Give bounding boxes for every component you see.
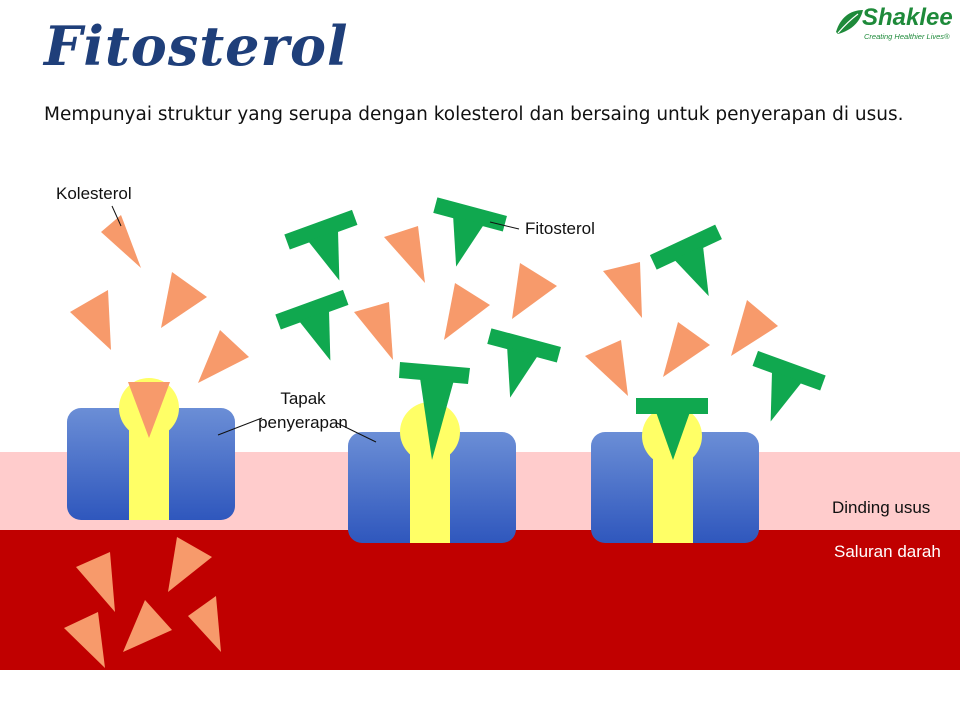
phytosterol-molecule xyxy=(649,224,722,297)
phytosterol-molecule xyxy=(752,350,826,422)
free-cholesterol-group xyxy=(70,215,778,396)
cholesterol-molecule xyxy=(123,600,172,652)
tapak-leader-line-left xyxy=(217,417,263,436)
label-tapak-penyerapan: Tapak penyerapan xyxy=(254,387,352,435)
cholesterol-molecule xyxy=(731,300,778,356)
blood-stream-band xyxy=(0,530,960,670)
leaf-icon xyxy=(836,10,863,34)
shaklee-logo: Shaklee Creating Healthier Lives® xyxy=(834,4,954,44)
label-saluran-darah: Saluran darah xyxy=(834,542,941,561)
page-title: Fitosterol xyxy=(44,14,349,78)
cholesterol-molecule xyxy=(188,596,221,652)
label-tapak-line1: Tapak xyxy=(280,389,326,408)
free-phytosterol-group xyxy=(275,197,826,422)
cholesterol-molecule xyxy=(161,272,207,328)
label-kolesterol: Kolesterol xyxy=(56,184,132,203)
phytosterol-molecule xyxy=(275,289,349,361)
page-subtitle: Mempunyai struktur yang serupa dengan ko… xyxy=(44,104,904,125)
cholesterol-molecule xyxy=(354,302,393,360)
phytosterol-bound-receptor-3 xyxy=(636,398,708,460)
label-tapak-line2: penyerapan xyxy=(258,413,348,432)
cholesterol-molecule xyxy=(168,537,212,592)
cholesterol-molecule xyxy=(76,552,115,612)
leader-lines xyxy=(111,205,520,443)
label-fitosterol: Fitosterol xyxy=(525,219,595,238)
cholesterol-molecule xyxy=(444,283,490,340)
label-dinding-usus: Dinding usus xyxy=(832,498,931,517)
cholesterol-molecule xyxy=(384,226,425,283)
cholesterol-molecule xyxy=(64,612,105,668)
cholesterol-molecule xyxy=(101,215,141,268)
cholesterol-molecule xyxy=(70,290,111,350)
cholesterol-bound-receptor-1 xyxy=(128,382,170,438)
cholesterol-molecule xyxy=(198,330,249,383)
cholesterol-molecule xyxy=(512,263,557,319)
tapak-leader-line-right xyxy=(336,422,377,443)
phytosterol-molecule xyxy=(433,197,507,267)
phytosterol-bound-receptor-2 xyxy=(399,362,470,460)
absorbed-cholesterol-group xyxy=(64,537,221,668)
phytosterol-molecule xyxy=(487,328,561,398)
phytosterol-molecule xyxy=(284,209,358,281)
kolesterol-leader-line xyxy=(111,205,122,227)
cholesterol-molecule xyxy=(585,340,628,396)
logo-tagline: Creating Healthier Lives® xyxy=(864,32,950,41)
fitosterol-leader-line xyxy=(489,221,520,230)
cholesterol-molecule xyxy=(603,262,642,318)
cholesterol-molecule xyxy=(663,322,710,377)
logo-brand: Shaklee xyxy=(862,4,953,31)
